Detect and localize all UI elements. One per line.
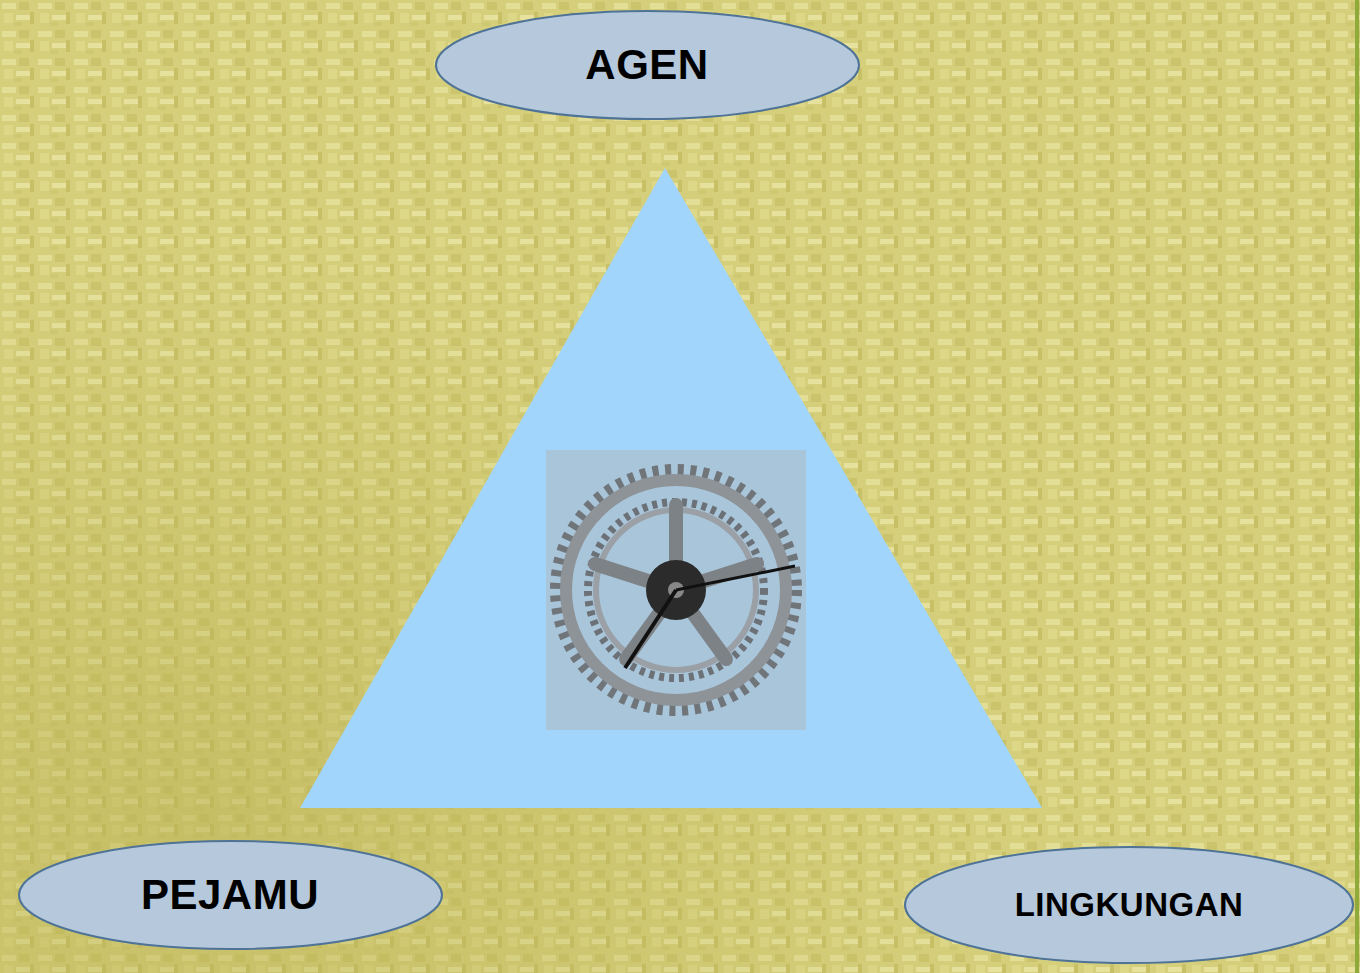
node-label: AGEN xyxy=(585,42,708,88)
node-label: LINGKUNGAN xyxy=(1015,887,1244,923)
ellipse-node: AGEN xyxy=(435,10,860,120)
ellipse-node: PEJAMU xyxy=(18,840,443,950)
gear-picture xyxy=(546,450,806,730)
node-label: PEJAMU xyxy=(141,872,319,918)
ellipse-shape xyxy=(19,841,442,949)
triad-triangle xyxy=(300,168,1042,808)
edge-line xyxy=(1355,0,1359,973)
ellipse-shape xyxy=(905,847,1353,963)
ellipse-shape xyxy=(436,11,859,119)
ellipse-node: LINGKUNGAN xyxy=(904,846,1354,964)
